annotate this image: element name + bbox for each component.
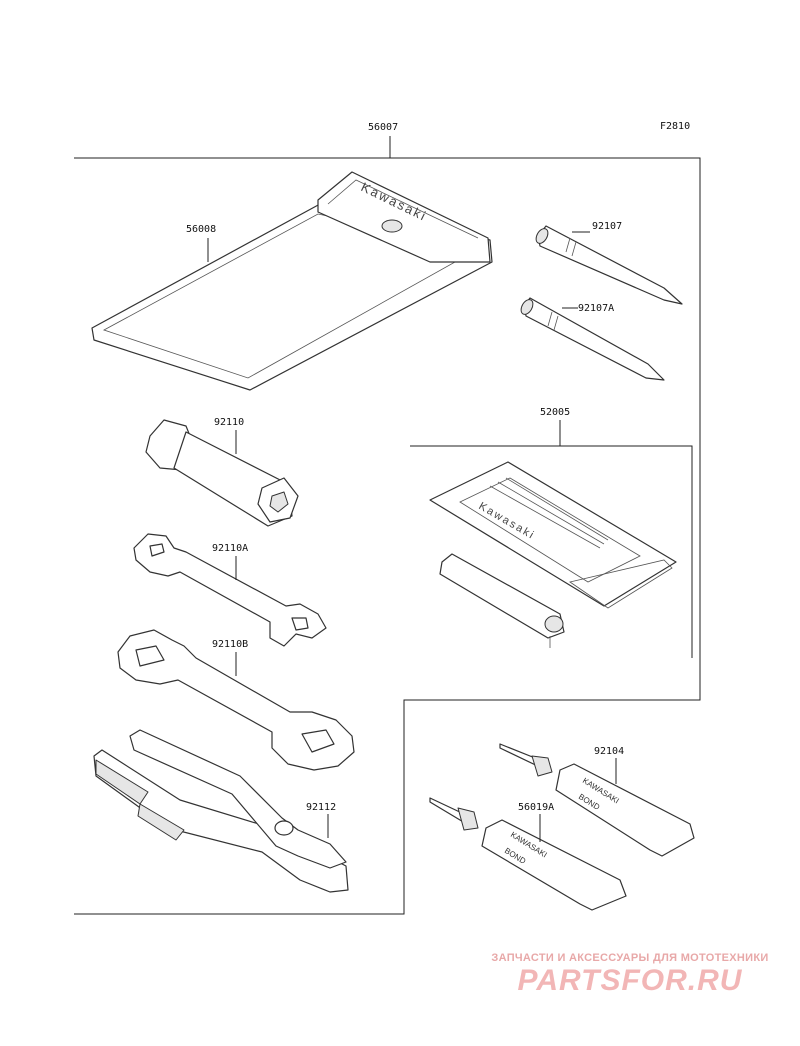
screwdriver-92107 [535,225,683,305]
kit-bracket [74,136,701,915]
watermark: ЗАПЧАСТИ И АКСЕССУАРЫ ДЛЯ МОТОТЕХНИКИ PA… [470,952,790,998]
label-92104: 92104 [594,746,624,757]
label-56019a: 56019A [518,802,554,813]
label-92107a: 92107A [578,303,614,314]
label-92110: 92110 [214,417,244,428]
box-kit-bracket [410,420,693,658]
screwdriver-92107a [520,297,665,381]
pliers [93,729,349,893]
bond-tube-92104: KAWASAKI BOND [499,743,695,857]
spark-plug-wrench [145,419,299,527]
snap-button-icon [381,219,403,233]
box-kit: Kawasaki [429,461,677,648]
label-92110b: 92110B [212,639,248,650]
label-92112: 92112 [306,802,336,813]
label-56008: 56008 [186,224,216,235]
figure-code: F2810 [660,121,690,132]
pivot-bolt-icon [274,820,294,836]
label-56007: 56007 [368,122,398,133]
watermark-subtitle: ЗАПЧАСТИ И АКСЕССУАРЫ ДЛЯ МОТОТЕХНИКИ [491,952,769,964]
wrench-small [133,533,327,647]
wrench-large [117,629,355,771]
label-52005: 52005 [540,407,570,418]
label-92107: 92107 [592,221,622,232]
label-92110a: 92110A [212,543,248,554]
tool-pouch: Kawasaki [91,171,493,391]
bond-tube-56019a: KAWASAKI BOND [429,797,627,911]
watermark-logo: PARTSFOR.RU [517,964,743,997]
